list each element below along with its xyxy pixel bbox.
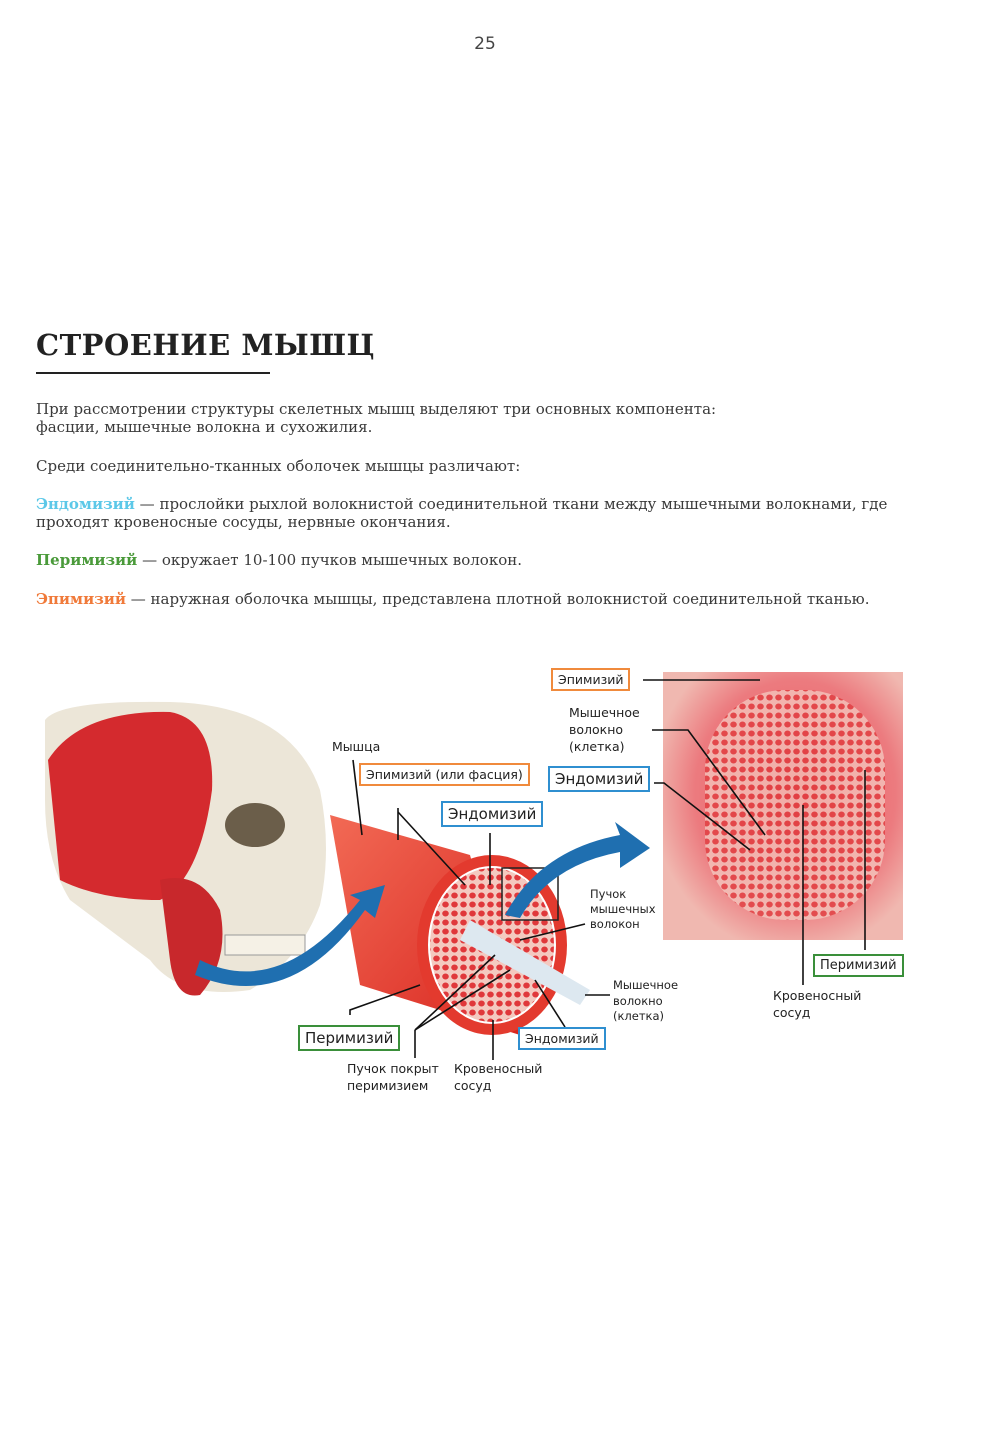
endomysium-text: — прослойки рыхлой волокнистой соедините… [134, 495, 888, 513]
perimysium-text: — окружает 10-100 пучков мышечных волоко… [137, 551, 522, 569]
intro-line-2: фасции, мышечные волокна и сухожилия. [36, 418, 373, 436]
label-line: перимизием [347, 1078, 429, 1093]
epimysium-text: — наружная оболочка мышцы, представлена … [126, 590, 870, 608]
label-line: Мышечное [569, 705, 640, 720]
label-line: Кровеносный [454, 1061, 543, 1076]
endomysium-definition: Эндомизий — прослойки рыхлой волокнистой… [36, 495, 936, 531]
page-title: СТРОЕНИЕ МЫШЦ [36, 328, 376, 362]
label-bundle-covered: Пучок покрыт перимизием [347, 1060, 439, 1094]
label-line: мышечных [590, 902, 656, 916]
intro-paragraph: При рассмотрении структуры скелетных мыш… [36, 400, 936, 436]
label-muscle-fiber-top: Мышечное волокно (клетка) [569, 704, 640, 755]
label-muscle-fiber-mid: Мышечное волокно (клетка) [613, 978, 678, 1025]
label-line: волокно [569, 722, 624, 737]
endomysium-term: Эндомизий [36, 495, 135, 513]
label-line: Кровеносный [773, 988, 862, 1003]
arrow-icon [505, 822, 650, 918]
epimysium-term: Эпимизий [36, 590, 127, 608]
label-perimysium-left: Перимизий [298, 1025, 401, 1051]
label-muscle-bundle: Пучок мышечных волокон [590, 887, 656, 932]
label-line: волокон [590, 917, 640, 931]
muscle-structure-diagram: Эпимизий Мышечное волокно (клетка) Мышца… [0, 640, 1000, 1120]
perimysium-term: Перимизий [36, 551, 138, 569]
label-line: (клетка) [613, 1009, 665, 1023]
label-perimysium-right: Перимизий [813, 954, 904, 977]
skull-image [45, 701, 326, 996]
perimysium-definition: Перимизий — окружает 10-100 пучков мышеч… [36, 551, 936, 569]
label-line: Мышечное [613, 978, 679, 992]
page-number: 25 [474, 34, 496, 54]
arrow-icon [195, 885, 385, 987]
label-line: Пучок покрыт [347, 1061, 439, 1076]
intro-line-1: При рассмотрении структуры скелетных мыш… [36, 400, 717, 418]
membranes-intro: Среди соединительно-тканных оболочек мыш… [36, 457, 521, 475]
label-line: сосуд [454, 1078, 492, 1093]
epimysium-definition: Эпимизий — наружная оболочка мышцы, пред… [36, 590, 936, 608]
leader-lines [349, 679, 866, 1060]
title-underline [36, 372, 270, 374]
label-blood-vessel-right: Кровеносный сосуд [773, 987, 861, 1021]
label-epimysium-top: Эпимизий [551, 668, 631, 691]
label-line: Пучок [590, 887, 627, 901]
label-blood-vessel-bottom: Кровеносный сосуд [454, 1060, 542, 1094]
label-endomysium-center: Эндомизий [441, 801, 544, 827]
endomysium-text-2: проходят кровеносные сосуды, нервные око… [36, 513, 451, 531]
label-line: сосуд [773, 1005, 811, 1020]
label-epimysium-fascia: Эпимизий (или фасция) [359, 763, 530, 786]
label-line: волокно [613, 993, 663, 1008]
label-endomysium-right: Эндомизий [548, 766, 651, 792]
label-endomysium-bottom: Эндомизий [518, 1027, 606, 1050]
label-muscle: Мышца [332, 739, 381, 754]
diagram-illustration [45, 672, 903, 1060]
label-line: (клетка) [569, 739, 625, 754]
